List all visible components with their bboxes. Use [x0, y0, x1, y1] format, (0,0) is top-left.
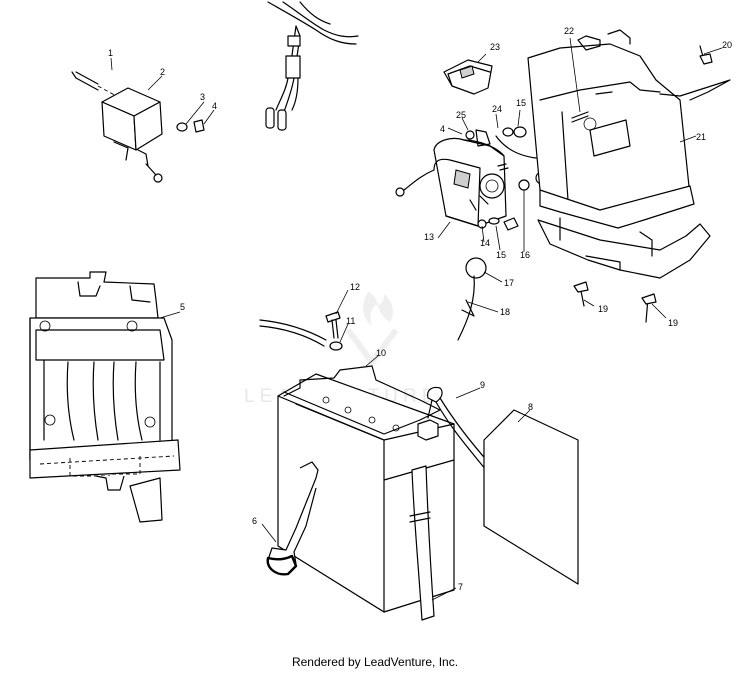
wire-harness — [265, 1, 359, 131]
terminal-cover — [443, 59, 493, 95]
battery-box — [29, 271, 181, 523]
callout-23: 23 — [490, 42, 500, 52]
callout-4: 4 — [212, 101, 217, 111]
callout-7: 7 — [458, 582, 463, 592]
callout-10: 10 — [376, 348, 386, 358]
callout-15-upper: 15 — [516, 98, 526, 108]
vent-tube — [409, 465, 435, 621]
callout-19-left: 19 — [598, 304, 608, 314]
callout-3: 3 — [200, 92, 205, 102]
terminal-hardware — [259, 311, 343, 351]
callout-24: 24 — [492, 104, 502, 114]
screws — [571, 45, 713, 323]
leader-lines — [110, 37, 723, 601]
battery-pad — [483, 409, 579, 585]
callout-19-right: 19 — [668, 318, 678, 328]
callout-8: 8 — [528, 402, 533, 412]
callout-4-solenoid: 4 — [440, 124, 445, 134]
callout-25: 25 — [456, 110, 466, 120]
callout-14: 14 — [480, 238, 490, 248]
callout-1: 1 — [108, 48, 113, 58]
starter-solenoid — [395, 129, 519, 341]
callout-12: 12 — [350, 282, 360, 292]
callout-15-lower: 15 — [496, 250, 506, 260]
callouts: 1 2 3 4 5 6 7 8 9 10 11 12 13 14 15 16 1… — [108, 26, 732, 592]
callout-17: 17 — [504, 278, 514, 288]
callout-18: 18 — [500, 307, 510, 317]
callout-13: 13 — [424, 232, 434, 242]
callout-21: 21 — [696, 132, 706, 142]
callout-20: 20 — [722, 40, 732, 50]
callout-16: 16 — [520, 250, 530, 260]
callout-11: 11 — [346, 316, 355, 326]
callout-2: 2 — [160, 67, 165, 77]
footer-credit: Rendered by LeadVenture, Inc. — [291, 655, 459, 669]
callout-6: 6 — [252, 516, 257, 526]
voltage-regulator — [71, 71, 205, 183]
battery-strap — [266, 461, 319, 576]
callout-5: 5 — [180, 302, 185, 312]
mounting-bracket — [527, 29, 731, 279]
battery — [277, 365, 455, 613]
watermark-logo — [345, 292, 399, 367]
callout-9: 9 — [480, 380, 485, 390]
callout-22: 22 — [564, 26, 574, 36]
